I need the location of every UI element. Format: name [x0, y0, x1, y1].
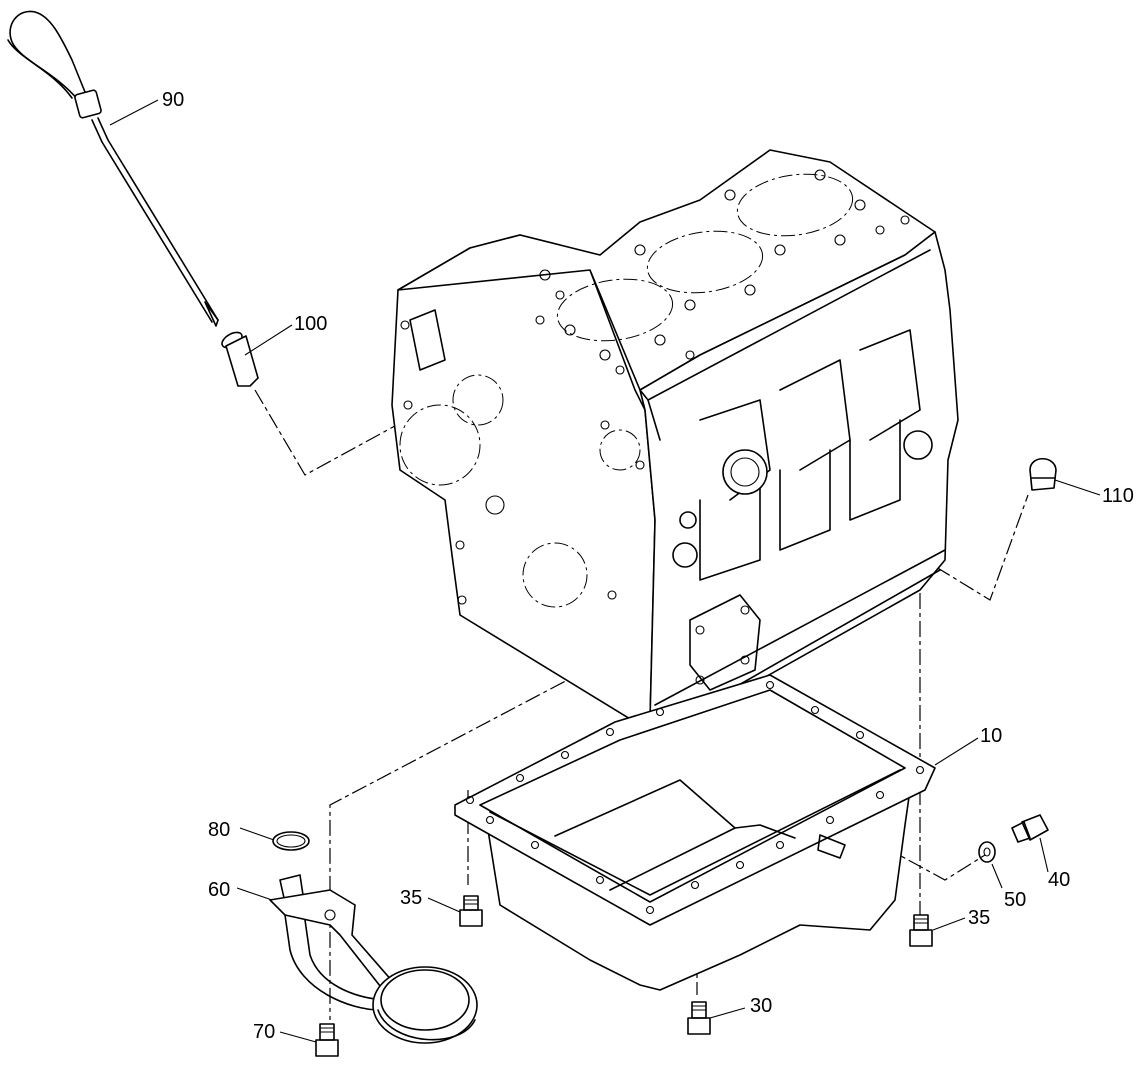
bolt-70: [315, 1023, 339, 1057]
callout-35-right: 35: [968, 907, 990, 929]
callout-35-left: 35: [400, 887, 422, 909]
washer-50: [978, 841, 996, 863]
drain-plug-40: [1011, 814, 1049, 843]
oil-pan-10: [454, 674, 936, 991]
engine-block: [391, 149, 959, 731]
callout-labels: 90 100 110 10 80 60 35 35 40 50 30 70: [162, 89, 1134, 1043]
callout-90: 90: [162, 89, 184, 111]
bolt-35-right: [909, 914, 933, 947]
bolt-30: [687, 1001, 711, 1035]
oil-strainer-60: [269, 874, 478, 1044]
callout-60: 60: [208, 879, 230, 901]
oil-dipstick-90: [7, 10, 219, 327]
callout-10: 10: [980, 725, 1002, 747]
callout-70: 70: [253, 1021, 275, 1043]
callout-40: 40: [1048, 869, 1070, 891]
o-ring-80: [272, 831, 310, 851]
callout-110: 110: [1102, 485, 1134, 507]
callout-30: 30: [750, 995, 772, 1017]
bolt-35-left: [459, 895, 483, 927]
callout-100: 100: [294, 313, 327, 335]
callout-80: 80: [208, 819, 230, 841]
leader-lines: [109, 99, 1101, 1043]
callout-50: 50: [1004, 889, 1026, 911]
dipstick-guide-100: [221, 331, 259, 387]
plug-110: [1029, 457, 1057, 491]
